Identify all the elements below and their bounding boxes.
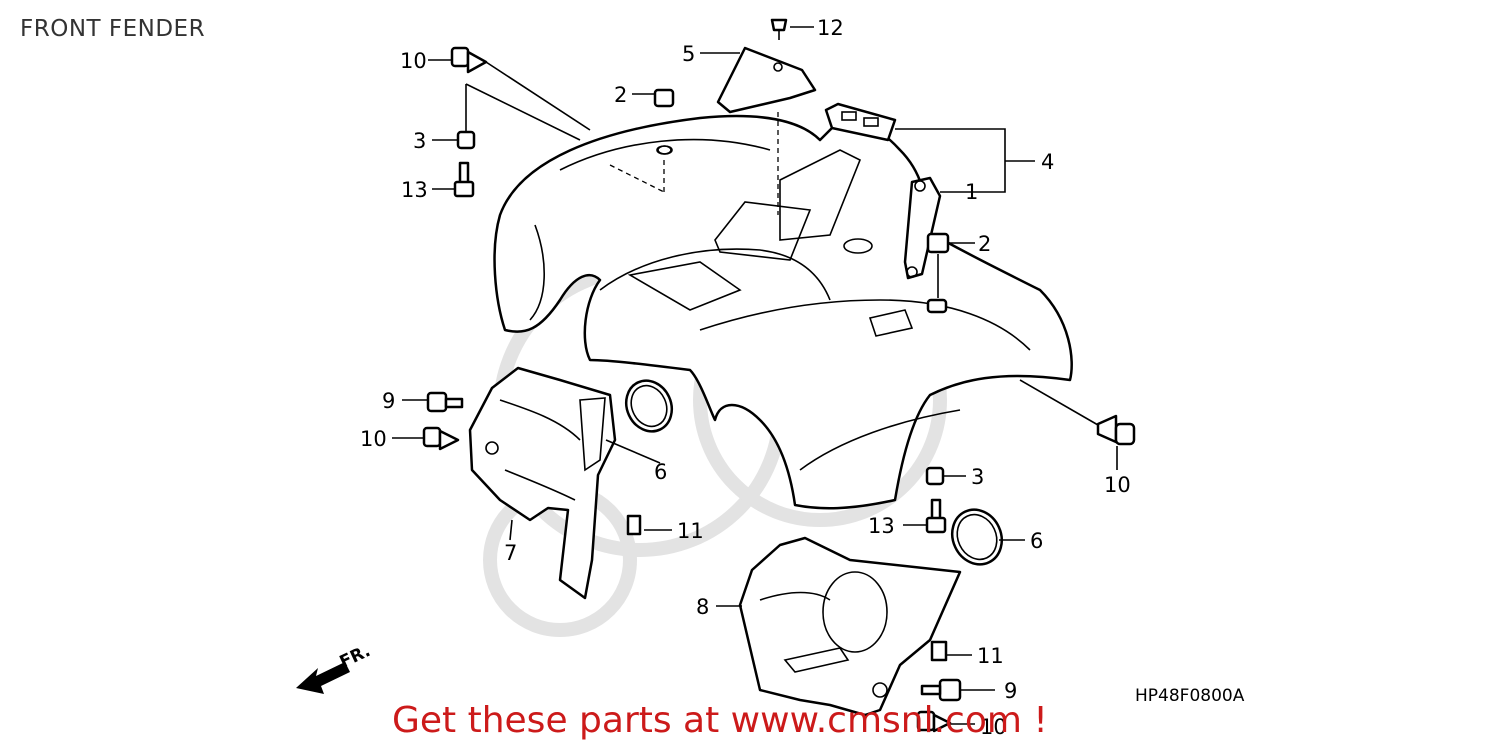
callout-8: 8 <box>696 595 709 619</box>
callout-2-top: 2 <box>614 83 627 107</box>
front-fender-body[interactable] <box>493 114 1073 510</box>
fender-ring-left[interactable] <box>618 373 680 439</box>
callout-11-left: 11 <box>677 519 704 543</box>
callout-2-right: 2 <box>978 232 991 256</box>
bolt-9-left[interactable] <box>426 391 464 413</box>
callout-5: 5 <box>682 42 695 66</box>
callout-10-top-left: 10 <box>400 49 427 73</box>
diagram-code: HP48F0800A <box>1135 686 1245 706</box>
callout-9-bottom: 9 <box>1004 679 1017 703</box>
diagram-title: FRONT FENDER <box>20 16 206 42</box>
callout-13-left: 13 <box>401 178 428 202</box>
left-inner-fender[interactable] <box>468 366 617 600</box>
callout-1: 1 <box>965 180 978 204</box>
grommet-3-left[interactable] <box>456 130 476 150</box>
front-direction-arrow-icon: FR. <box>296 641 374 694</box>
trim-clip-10-right[interactable] <box>1096 414 1136 446</box>
trim-clip-10-mid-left[interactable] <box>422 426 460 451</box>
bolt-13-left[interactable] <box>453 161 475 198</box>
grommet-2-right[interactable] <box>926 232 950 314</box>
fender-lid-cover[interactable] <box>716 46 817 215</box>
bolt-9-bottom[interactable] <box>920 678 962 702</box>
callout-7: 7 <box>504 541 517 565</box>
trim-clip-10-bottom[interactable] <box>916 710 952 733</box>
screw-11-right[interactable] <box>930 640 948 662</box>
screw-11-left[interactable] <box>626 514 642 536</box>
callout-6-left: 6 <box>654 460 667 484</box>
callout-4: 4 <box>1041 150 1054 174</box>
callout-3-right: 3 <box>971 465 984 489</box>
callout-labels: 10 3 13 2 5 12 4 1 2 9 10 6 11 7 10 3 13… <box>360 16 1131 739</box>
promo-banner[interactable]: Get these parts at www.cmsnl.com ! <box>392 700 1048 741</box>
front-direction-label: FR. <box>337 641 374 672</box>
callout-10-right: 10 <box>1104 473 1131 497</box>
grommet-2-top[interactable] <box>653 88 675 155</box>
right-inner-fender[interactable] <box>738 536 962 717</box>
screw-12[interactable] <box>770 18 788 40</box>
callout-11-right: 11 <box>977 644 1004 668</box>
callout-13-right: 13 <box>868 514 895 538</box>
front-fender-rack-grill[interactable] <box>824 102 897 142</box>
callout-12: 12 <box>817 16 844 40</box>
front-fender-stay[interactable] <box>903 176 942 280</box>
trim-clip-10-top-left[interactable] <box>450 46 488 74</box>
callout-10-mid-left: 10 <box>360 427 387 451</box>
leader-lines <box>392 26 1118 725</box>
callout-9-left: 9 <box>382 389 395 413</box>
fender-ring-right[interactable] <box>943 501 1010 572</box>
callout-3-left: 3 <box>413 129 426 153</box>
callout-6-right: 6 <box>1030 529 1043 553</box>
grommet-3-right[interactable] <box>925 466 945 486</box>
callout-10-bottom: 10 <box>980 715 1007 739</box>
bolt-13-right[interactable] <box>925 498 947 534</box>
